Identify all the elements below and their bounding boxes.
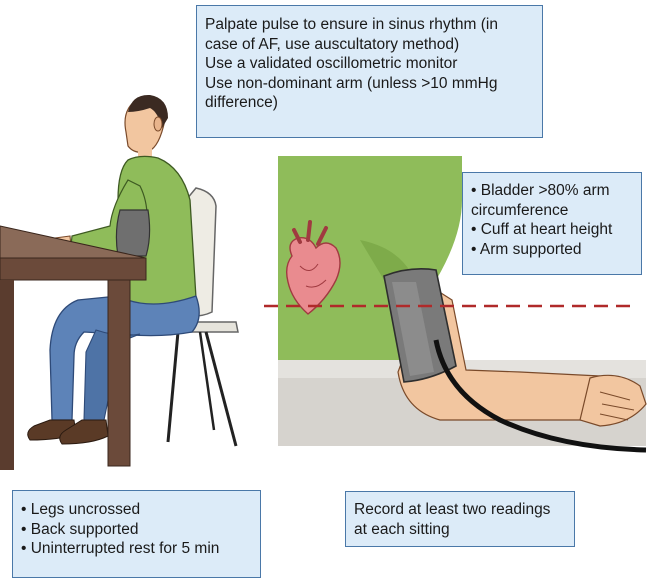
info-line: • Bladder >80% arm bbox=[471, 181, 633, 201]
info-line: circumference bbox=[471, 201, 633, 221]
info-line: Palpate pulse to ensure in sinus rhythm … bbox=[205, 15, 534, 54]
info-line: Record at least two readings bbox=[354, 500, 566, 520]
info-line: at each sitting bbox=[354, 520, 566, 540]
info-line: • Cuff at heart height bbox=[471, 220, 633, 240]
info-box-top: Palpate pulse to ensure in sinus rhythm … bbox=[196, 5, 543, 138]
info-box-cuff: • Bladder >80% arm circumference • Cuff … bbox=[462, 172, 642, 275]
head bbox=[125, 95, 168, 164]
shoes bbox=[28, 420, 108, 444]
info-line: Use non-dominant arm (unless >10 mmHg di… bbox=[205, 74, 534, 113]
person-seated-illustration bbox=[0, 95, 238, 470]
info-box-legs: • Legs uncrossed • Back supported • Unin… bbox=[12, 490, 261, 578]
info-line: • Legs uncrossed bbox=[21, 500, 252, 520]
info-box-record: Record at least two readings at each sit… bbox=[345, 491, 575, 547]
info-line: Use a validated oscillometric monitor bbox=[205, 54, 534, 74]
info-line: • Uninterrupted rest for 5 min bbox=[21, 539, 252, 559]
info-line: • Back supported bbox=[21, 520, 252, 540]
info-line: • Arm supported bbox=[471, 240, 633, 260]
